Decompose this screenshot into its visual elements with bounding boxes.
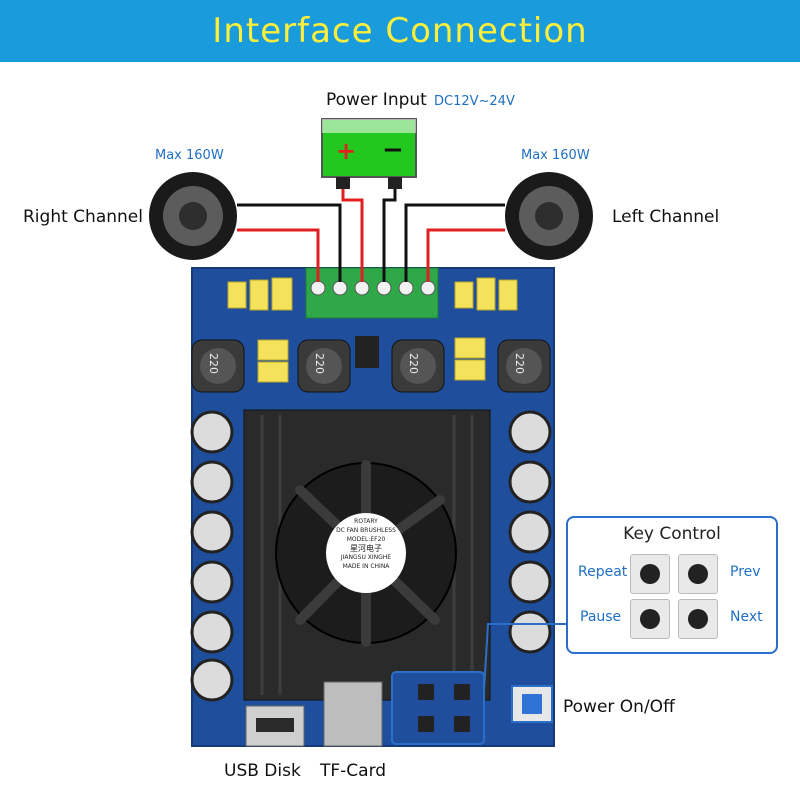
film-capacitor [454, 337, 486, 359]
film-capacitor [249, 279, 269, 311]
next-button[interactable] [678, 599, 718, 639]
inductor-marking: 220 [407, 353, 420, 374]
terminal-screw [354, 280, 370, 296]
film-capacitor [257, 361, 289, 383]
film-capacitor [498, 279, 518, 311]
electrolytic-capacitor [508, 510, 552, 554]
wire-power-black [382, 189, 397, 282]
key-control-title: Key Control [623, 524, 721, 544]
right-max-power: Max 160W [155, 148, 224, 163]
prev-label: Prev [730, 564, 761, 580]
film-capacitor [257, 339, 289, 361]
fan-label-disc [326, 513, 406, 593]
electrolytic-capacitor [190, 610, 234, 654]
minus-icon: − [382, 135, 404, 165]
terminal-block [305, 267, 439, 319]
electrolytic-capacitor [190, 560, 234, 604]
power-switch-label: Power On/Off [563, 697, 675, 717]
tf-card-slot [323, 681, 383, 747]
key-callout-line [483, 623, 566, 691]
power-voltage-label: DC12V~24V [434, 94, 515, 109]
film-capacitor [476, 277, 496, 311]
film-capacitor [227, 281, 247, 309]
inductor-core [200, 348, 236, 384]
film-capacitor [454, 281, 474, 309]
header-banner: Interface Connection [0, 0, 800, 62]
inductor-core [400, 348, 436, 384]
next-label: Next [730, 609, 763, 625]
left-channel-label: Left Channel [612, 207, 720, 227]
pause-button[interactable] [630, 599, 670, 639]
terminal-screw [376, 280, 392, 296]
board-key-area [391, 671, 485, 745]
usb-disk-label: USB Disk [224, 761, 301, 781]
plus-icon: + [336, 137, 357, 165]
electrolytic-capacitor [190, 460, 234, 504]
terminal-screw [398, 280, 414, 296]
tf-card-label: TF-Card [320, 761, 387, 781]
inductor-marking: 220 [313, 353, 326, 374]
wire-left-red [426, 228, 505, 282]
wire-left-black [404, 203, 505, 282]
prev-button[interactable] [678, 554, 718, 594]
power-input-label: Power Input [326, 90, 427, 110]
page-title: Interface Connection [212, 11, 588, 51]
electrolytic-capacitor [508, 610, 552, 654]
terminal-screw [310, 280, 326, 296]
electrolytic-capacitor [190, 510, 234, 554]
electrolytic-capacitor [508, 410, 552, 454]
inductor-marking: 220 [513, 353, 526, 374]
terminal-screw [332, 280, 348, 296]
terminal-screw [420, 280, 436, 296]
electrolytic-capacitor [190, 410, 234, 454]
electrolytic-capacitor [508, 560, 552, 604]
key-control-panel: Key Control Repeat Prev Pause Next [566, 516, 778, 654]
electrolytic-capacitor [190, 658, 234, 702]
electrolytic-capacitor [508, 460, 552, 504]
inductor-core [306, 348, 342, 384]
wire-right-black [237, 203, 342, 282]
left-max-power: Max 160W [521, 148, 590, 163]
power-switch-button [522, 694, 542, 714]
film-capacitor [454, 359, 486, 381]
diode [355, 336, 379, 368]
repeat-button[interactable] [630, 554, 670, 594]
inductor-marking: 220 [207, 353, 220, 374]
inductor-core [506, 348, 542, 384]
repeat-label: Repeat [578, 564, 628, 580]
right-channel-label: Right Channel [23, 207, 143, 227]
pause-label: Pause [580, 609, 622, 625]
wire-power-red [341, 189, 364, 282]
wire-right-red [237, 228, 320, 282]
film-capacitor [271, 277, 293, 311]
